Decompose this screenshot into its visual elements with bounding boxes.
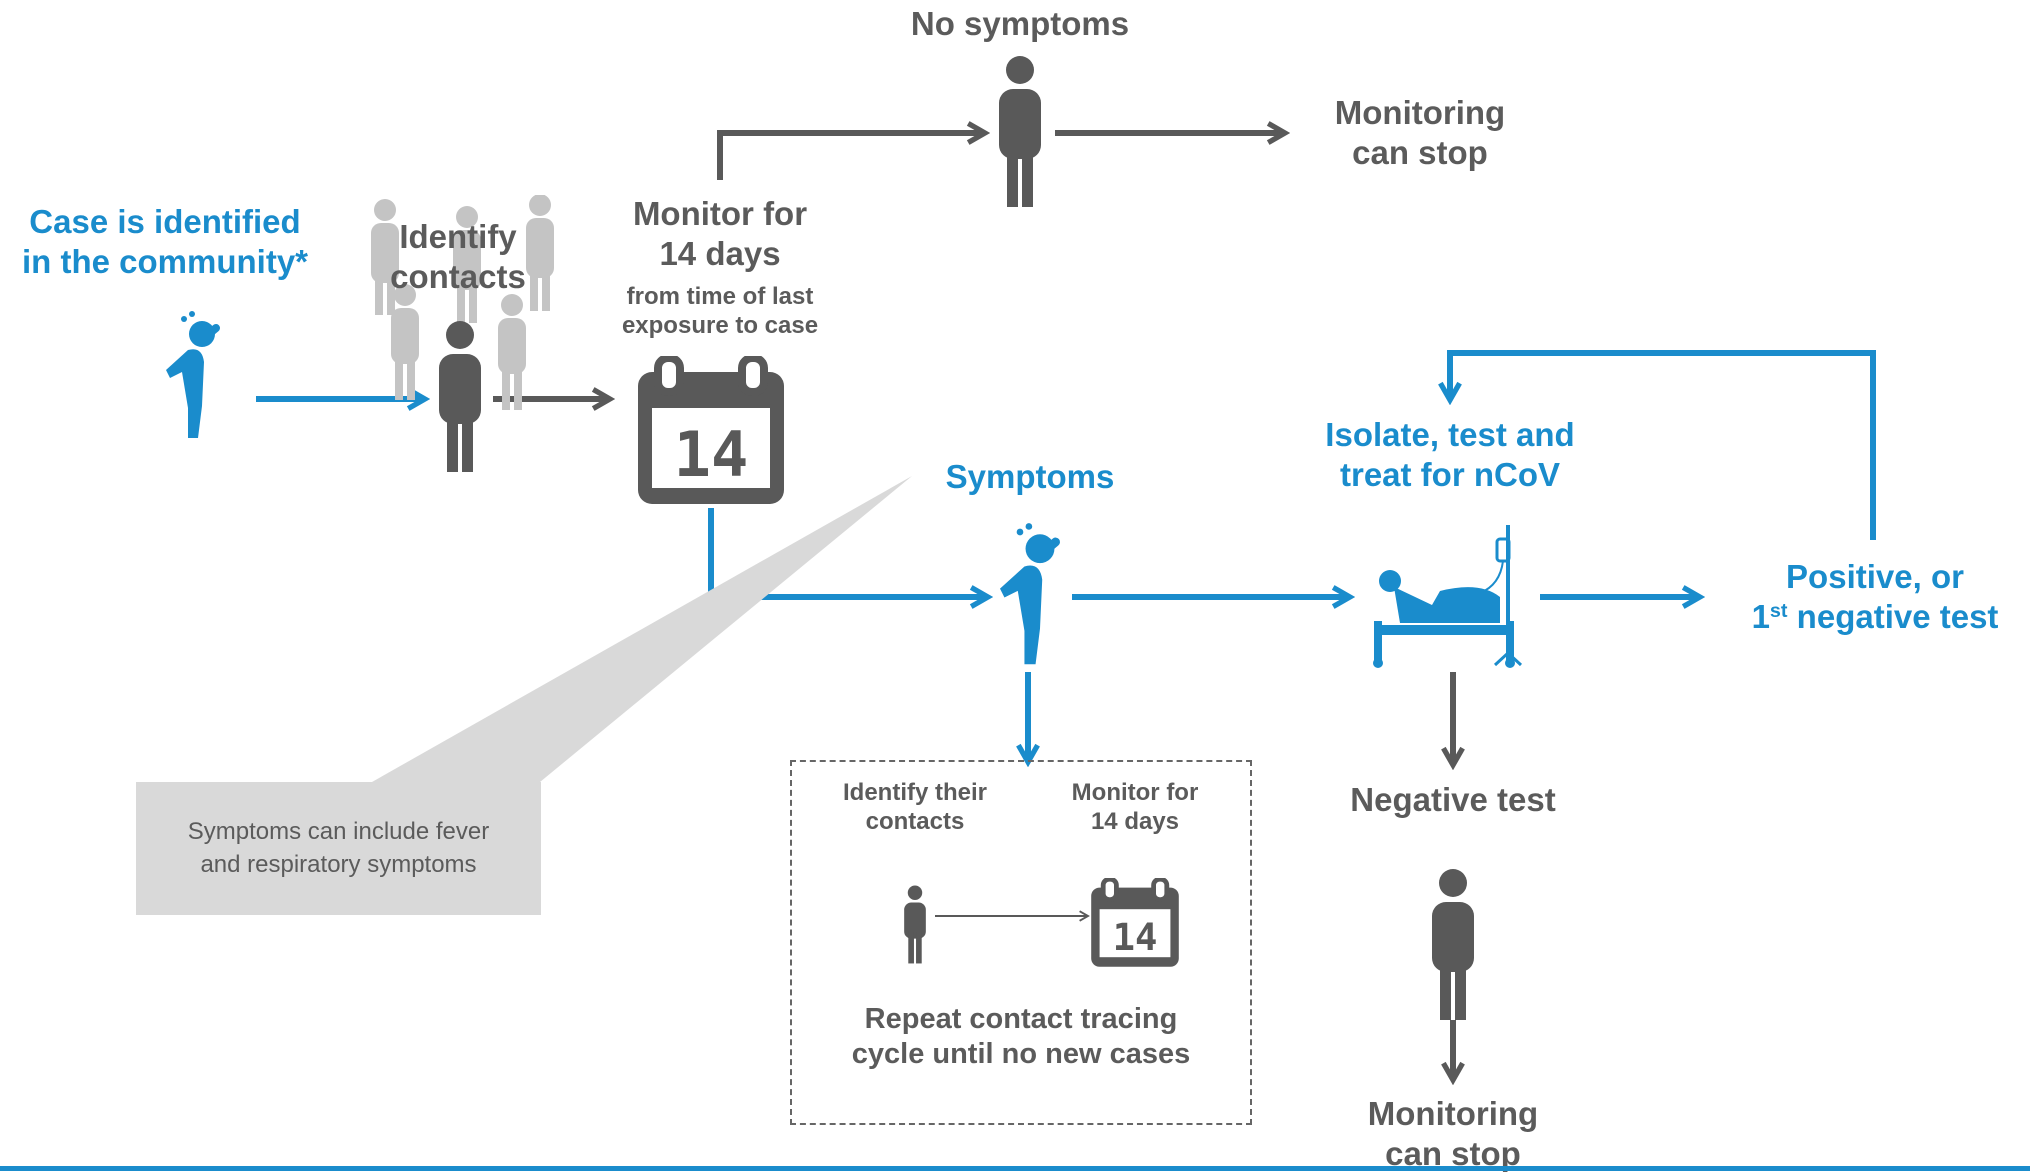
calendar-number: 14 — [674, 418, 749, 491]
callout-line-1: Symptoms can include fever — [187, 818, 490, 846]
hospital-bed-icon — [1373, 525, 1523, 668]
sick-person-icon — [166, 311, 220, 438]
identify-contacts-label: Identify contacts — [390, 218, 526, 296]
calendar-icon: 14 — [638, 356, 784, 504]
callout-line-2: and respiratory symptoms — [200, 850, 477, 878]
arrow-positive-loop — [1450, 350, 1876, 540]
bottom-rule — [0, 1166, 2030, 1171]
symptoms-callout: Symptoms can include fever and respirato… — [136, 782, 541, 915]
iv-drip-icon — [1479, 525, 1523, 667]
negative-test-label: Negative test — [1350, 781, 1556, 818]
person-icon — [999, 56, 1041, 207]
monitor-sublabel: from time of last exposure to case — [621, 283, 819, 340]
monitor-label: Monitor for 14 days — [632, 195, 808, 273]
person-icon — [904, 885, 926, 964]
arrow-to-no-symptoms — [717, 133, 985, 180]
contacts-group-icon — [371, 195, 554, 410]
person-icon — [439, 321, 481, 472]
cycle-identify-label: Identify their contacts — [842, 779, 987, 836]
monitoring-stop-bottom-label: Monitoring can stop — [1367, 1095, 1539, 1173]
callout-pointer — [372, 476, 912, 782]
repeat-cycle-box — [790, 760, 1252, 1125]
sick-person-icon — [1000, 523, 1060, 665]
symptoms-label: Symptoms — [945, 458, 1115, 495]
case-identified-label: Case is identified in the community* — [21, 203, 309, 281]
no-symptoms-label: No symptoms — [910, 5, 1130, 42]
isolate-label: Isolate, test and treat for nCoV — [1325, 416, 1575, 494]
repeat-cycle-label: Repeat contact tracing cycle until no ne… — [851, 1003, 1191, 1071]
monitoring-stop-top-label: Monitoring can stop — [1334, 94, 1506, 172]
calendar-number: 14 — [1113, 915, 1158, 959]
calendar-icon: 14 — [1091, 878, 1179, 967]
cycle-monitor-label: Monitor for 14 days — [1071, 779, 1199, 836]
positive-label: Positive, or 1st negative test — [1751, 558, 1999, 636]
person-icon — [1432, 869, 1474, 1020]
